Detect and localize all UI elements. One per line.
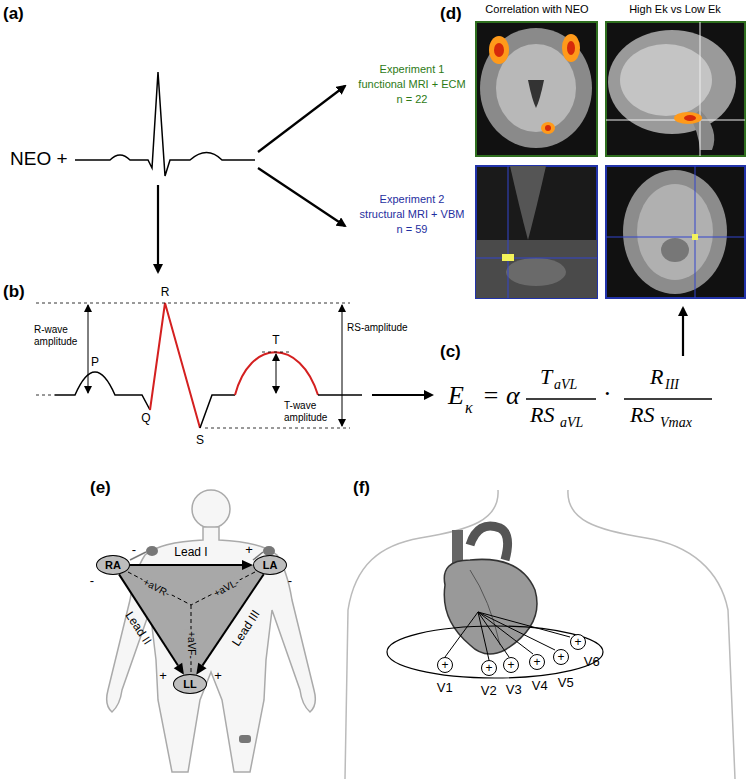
arrowhead	[174, 663, 184, 675]
lead-name: V6	[584, 654, 600, 670]
panel-letter: (d)	[440, 4, 462, 24]
arrowhead	[196, 663, 206, 675]
amplitude-label: R-wave amplitude	[34, 324, 84, 348]
brain-panel	[476, 166, 597, 298]
chest-electrode: +V2	[481, 660, 497, 676]
polarity-sign: -	[90, 573, 94, 589]
input-label: NEO +	[10, 148, 68, 171]
panel-letter: (f)	[353, 478, 370, 498]
lead-name: V5	[558, 675, 574, 691]
polarity-sign: +	[504, 658, 518, 672]
arrowhead	[242, 560, 253, 570]
panel-letter: (e)	[90, 478, 111, 498]
polarity-sign: +	[554, 650, 568, 664]
flow-arrow	[372, 394, 432, 396]
column-heading: High Ek vs Low Ek	[629, 3, 721, 16]
panel-letter: (b)	[3, 282, 25, 302]
formula-subscript: III	[665, 377, 679, 394]
experiment-method: structural MRI + VBM	[360, 208, 465, 221]
lead-name: V4	[532, 678, 548, 694]
lead-name: V1	[437, 680, 453, 696]
lead-line	[130, 564, 242, 566]
flow-arrow	[157, 185, 159, 272]
augmented-lead-line	[128, 572, 255, 673]
einthoven-triangle	[113, 565, 270, 684]
polarity-sign: +	[530, 655, 544, 669]
brain-panel	[606, 166, 745, 298]
chest-plane	[387, 626, 603, 678]
lead-line	[119, 574, 178, 665]
sample-size: n = 59	[397, 223, 428, 236]
panel-letter: (c)	[440, 342, 461, 362]
wave-letter: P	[91, 355, 99, 369]
electrode-ellipse: LL	[173, 674, 207, 694]
lead-name: V3	[506, 682, 522, 698]
chest-electrode: +V5	[553, 649, 569, 665]
electrode-name: LA	[263, 559, 278, 571]
flow-arrow	[258, 86, 345, 152]
formula-symbol: RS	[530, 402, 554, 428]
polarity-sign: +	[438, 658, 452, 672]
formula-symbol: R	[650, 364, 663, 390]
electrode-name: LL	[183, 678, 196, 690]
formula-symbol: E	[448, 380, 464, 411]
chest-electrode: +V1	[437, 657, 453, 673]
polarity-sign: -	[132, 542, 136, 558]
wave-letter: S	[196, 433, 204, 447]
polarity-sign: +	[245, 542, 253, 558]
polarity-sign: +	[159, 668, 167, 684]
precordial-lead-line	[445, 612, 570, 660]
column-heading: Correlation with NEO	[485, 3, 588, 16]
lead-label: Lead I	[174, 545, 207, 559]
lead-line	[202, 574, 263, 665]
polarity-sign: +	[571, 635, 585, 649]
fraction-bar	[526, 398, 596, 399]
brain-panel	[476, 22, 597, 156]
augmented-lead-label: +aVF-	[185, 629, 197, 661]
experiment-title: Experiment 2	[380, 193, 445, 206]
electrode-name: RA	[105, 559, 121, 571]
torso-outline	[345, 490, 735, 779]
ecg-waveform	[36, 303, 362, 428]
sample-size: n = 22	[397, 93, 428, 106]
electrode-ellipse: LA	[253, 555, 287, 575]
formula-symbol: ·	[603, 378, 612, 409]
panel-letter: (a)	[3, 4, 24, 24]
lead-arrow	[119, 574, 184, 674]
ecg-trace	[75, 72, 255, 176]
lead-name: V2	[481, 683, 497, 699]
experiment-method: functional MRI + ECM	[358, 78, 465, 91]
chest-electrode: +V4	[529, 654, 545, 670]
formula-subscript: κ	[465, 398, 473, 417]
amplitude-label: RS-amplitude	[347, 322, 408, 334]
chest-electrode: +V3	[503, 657, 519, 673]
flow-arrow	[258, 168, 345, 226]
formula-symbol: T	[540, 364, 552, 390]
formula-symbol: = α	[482, 380, 520, 411]
formula-subscript: Vmax	[660, 415, 692, 432]
formula-symbol: RS	[630, 402, 654, 428]
experiment-title: Experiment 1	[380, 63, 445, 76]
wave-letter: Q	[141, 411, 150, 425]
body-outline	[107, 490, 316, 772]
formula-subscript: aVL	[560, 415, 583, 432]
chest-electrode: +V6	[570, 634, 586, 650]
lead-arrow	[196, 574, 263, 674]
electrode-ellipse: RA	[96, 555, 130, 575]
formula-subscript: aVL	[554, 377, 577, 394]
polarity-sign: -	[288, 573, 292, 589]
wave-letter: T	[272, 333, 279, 347]
polarity-sign: +	[482, 661, 496, 675]
flow-arrow	[682, 308, 684, 356]
wave-letter: R	[161, 285, 170, 299]
lead-arrow	[130, 560, 253, 570]
fraction-bar	[624, 398, 712, 399]
brain-panel	[606, 22, 745, 156]
amplitude-label: T-wave amplitude	[284, 400, 334, 424]
polarity-sign: +	[214, 668, 222, 684]
